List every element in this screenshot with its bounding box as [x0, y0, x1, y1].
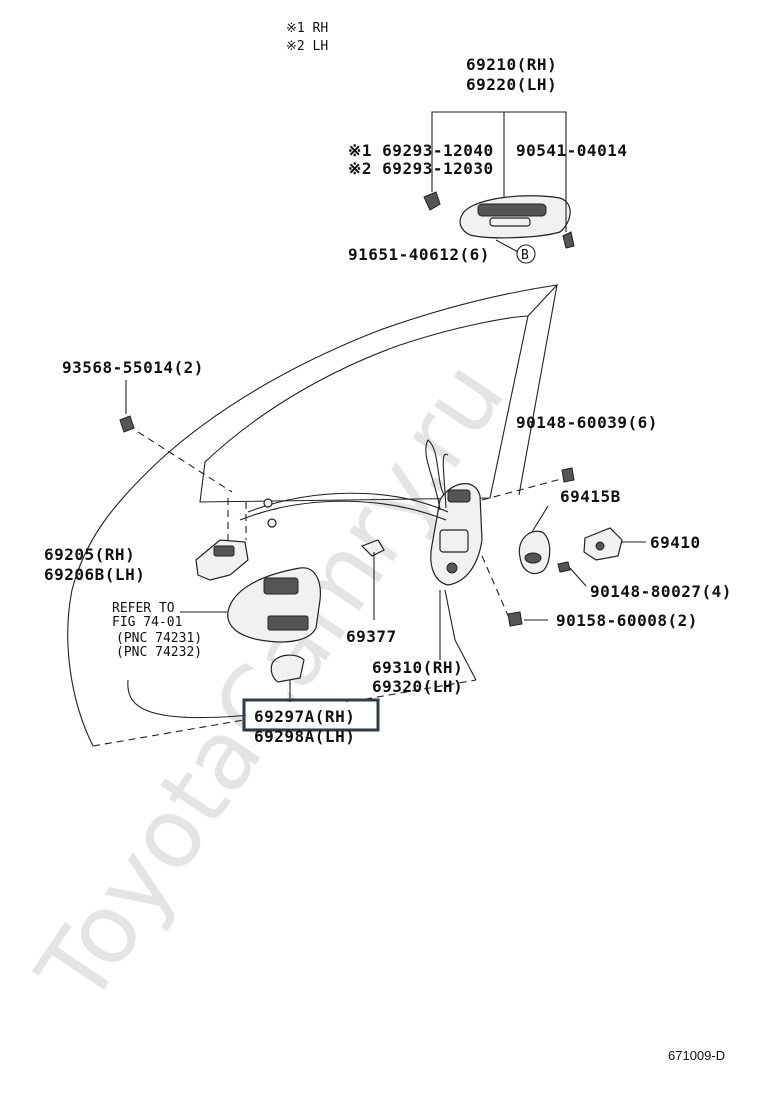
lock-rods: [425, 439, 449, 511]
reference-b-circle: [516, 244, 536, 264]
refer-line-1: REFER TO: [112, 601, 175, 616]
label-90148-80027: 90148-80027(4): [590, 582, 732, 601]
door-switch-panel: [227, 567, 321, 643]
label-69415b: 69415B: [560, 487, 621, 506]
window-glass: [199, 315, 529, 503]
label-69320: 69320(LH): [372, 677, 463, 696]
refer-line-4: (PNC 74232): [116, 645, 202, 660]
lock-screw: [557, 561, 571, 573]
label-69297a: 69297A(RH): [254, 707, 355, 726]
label-69293-12040: ※1 69293-12040: [348, 141, 494, 160]
label-91651-40612: 91651-40612(6): [348, 245, 490, 264]
legend-mark-1: ※1 RH: [286, 21, 328, 36]
handle-cap-clip: [423, 191, 441, 211]
door-lock-assembly: [430, 483, 483, 586]
legend-mark-2: ※2 LH: [286, 39, 328, 54]
lock-bolt-90158: [507, 611, 523, 627]
highlight-box: [242, 698, 380, 732]
label-69220: 69220(LH): [466, 75, 557, 94]
label-69310: 69310(RH): [372, 658, 463, 677]
outside-handle: [459, 195, 571, 239]
lock-cylinder: [518, 530, 551, 575]
label-69377: 69377: [346, 627, 397, 646]
label-69293-12030: ※2 69293-12030: [348, 159, 494, 178]
label-90541-04014: 90541-04014: [516, 141, 627, 160]
label-90148-60039: 90148-60039(6): [516, 413, 658, 432]
frame-screw: [119, 415, 135, 433]
bezel-cover: [270, 654, 305, 683]
lock-bolt-90148: [561, 467, 575, 483]
door-rear-edge: [444, 589, 477, 681]
diagram-code: 671009-D: [668, 1048, 725, 1063]
label-69206b: 69206B(LH): [44, 565, 145, 584]
reference-b-letter: B: [521, 248, 529, 263]
label-69210: 69210(RH): [466, 55, 557, 74]
window-frame: [518, 283, 558, 496]
door-outline: [67, 284, 558, 747]
label-69205: 69205(RH): [44, 545, 135, 564]
label-69298a: 69298A(LH): [254, 727, 355, 746]
label-90158-60008: 90158-60008(2): [556, 611, 698, 630]
refer-line-2: FIG 74-01: [112, 615, 182, 630]
refer-line-3: (PNC 74231): [116, 631, 202, 646]
label-93568-55014: 93568-55014(2): [62, 358, 204, 377]
retainer-screw: [562, 231, 575, 249]
lock-pin-69377: [360, 539, 385, 557]
lock-retainer: [583, 527, 623, 561]
inside-handle-frame: [195, 539, 249, 581]
label-69410: 69410: [650, 533, 701, 552]
